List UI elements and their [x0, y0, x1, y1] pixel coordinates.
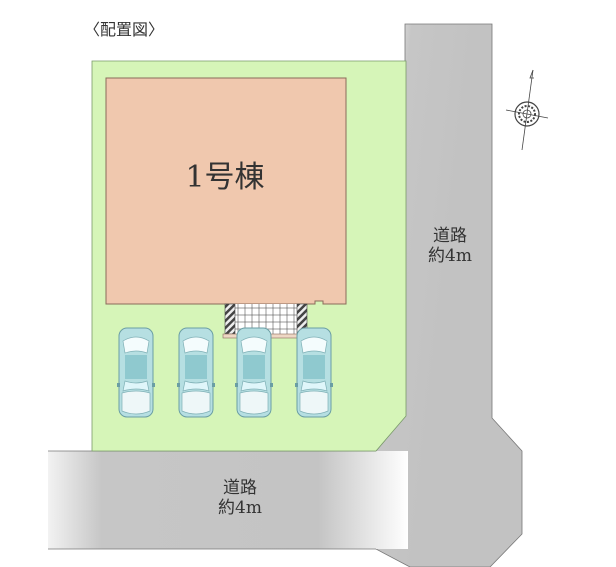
building-label: 1号棟: [185, 160, 265, 195]
road-south-label: 道路 約4m: [200, 478, 280, 519]
page-title: 〈配置図〉: [84, 20, 165, 39]
parking-car-3: [235, 327, 273, 418]
road-south-name: 道路: [223, 478, 257, 498]
road-east-width: 約4m: [428, 246, 472, 267]
road-south: [48, 451, 408, 549]
road-east-name: 道路: [433, 226, 467, 246]
road-east-label: 道路 約4m: [420, 226, 480, 267]
parking-car-1: [117, 327, 155, 418]
north-compass-icon: [505, 69, 549, 151]
road-south-width: 約4m: [218, 498, 262, 519]
parking-car-2: [177, 327, 215, 418]
parking-car-4: [295, 327, 333, 418]
building-1: [105, 77, 347, 305]
